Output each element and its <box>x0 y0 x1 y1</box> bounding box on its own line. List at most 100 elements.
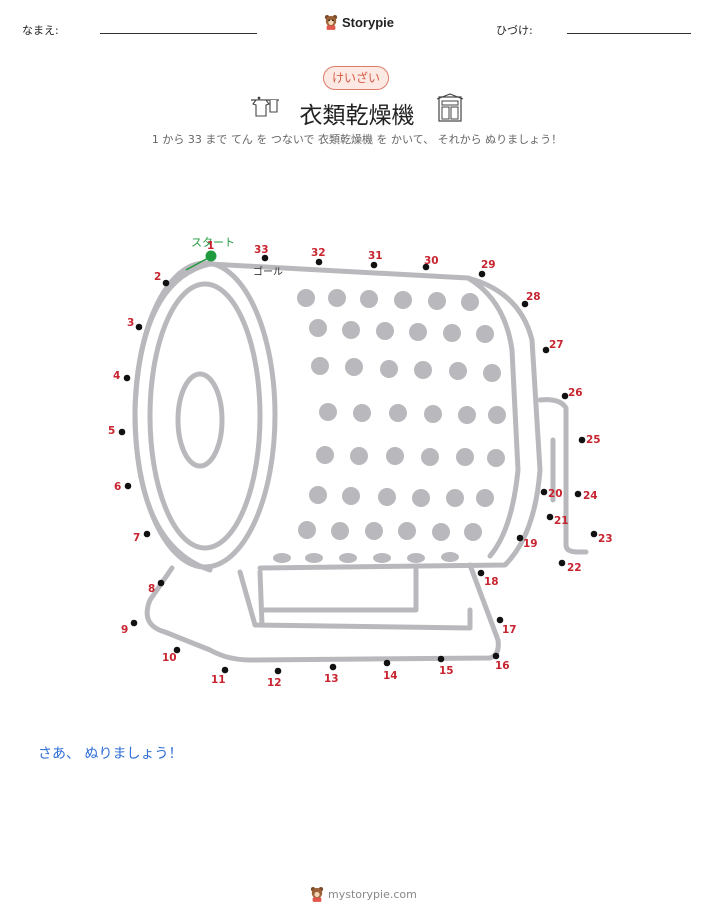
category-badge: けいざい <box>323 66 389 90</box>
drum-hole <box>414 361 432 379</box>
drum-hole <box>483 364 501 382</box>
drum-hole <box>309 319 327 337</box>
name-label: なまえ: <box>22 24 59 37</box>
dot-number-11: 11 <box>211 674 226 686</box>
dot-18 <box>477 569 485 577</box>
dot-27 <box>542 346 550 354</box>
drum-hole <box>345 358 363 376</box>
start-label: スタート <box>191 236 235 249</box>
drum-holes <box>273 289 506 563</box>
dot-number-15: 15 <box>439 665 454 677</box>
dot-number-3: 3 <box>127 317 134 329</box>
drum-hole <box>398 522 416 540</box>
dot-6 <box>124 482 132 490</box>
drum-hole <box>476 489 494 507</box>
goal-label: ゴール <box>253 265 283 278</box>
instructions: 1 から 33 まで てん を つないで 衣類乾燥機 を かいて、 それから ぬ… <box>151 133 563 146</box>
page-title: 衣類乾燥機 <box>299 103 415 129</box>
drum-hole <box>464 523 482 541</box>
dot-12 <box>274 667 282 675</box>
dot-30 <box>422 263 430 271</box>
start-line <box>185 256 211 271</box>
dot-3 <box>135 323 143 331</box>
dryer-outline <box>132 260 589 663</box>
drum-hole <box>297 289 315 307</box>
dot-29 <box>478 270 486 278</box>
coloring-prompt: さあ、 ぬりましょう！ <box>38 746 183 762</box>
dot-number-22: 22 <box>567 562 582 574</box>
date-line <box>567 33 691 34</box>
drum-hole <box>449 362 467 380</box>
dot-number-32: 32 <box>311 247 326 259</box>
drum-hole <box>428 292 446 310</box>
dot-number-4: 4 <box>113 370 120 382</box>
dot-23 <box>590 530 598 538</box>
dot-9 <box>130 619 138 627</box>
dot-number-12: 12 <box>267 677 282 689</box>
laundry-icon <box>251 96 279 117</box>
dot-number-19: 19 <box>523 538 538 550</box>
dot-33 <box>261 254 269 262</box>
dot-number-24: 24 <box>583 490 598 502</box>
dot-10 <box>173 646 181 654</box>
drum-hole <box>311 357 329 375</box>
dot-17 <box>496 616 504 624</box>
dot-number-8: 8 <box>148 583 155 595</box>
name-line <box>100 33 257 34</box>
dot-number-25: 25 <box>586 434 601 446</box>
dot-number-7: 7 <box>133 532 140 544</box>
brand-logo: Storypie <box>324 12 394 32</box>
drum-hole <box>376 322 394 340</box>
dot-26 <box>561 392 569 400</box>
dot-number-17: 17 <box>502 624 517 636</box>
footer-url: mystorypie.com <box>328 887 417 901</box>
drum-hole <box>350 447 368 465</box>
footer: mystorypie.com <box>310 886 417 902</box>
drum-hole <box>378 488 396 506</box>
drum-hole <box>373 553 391 563</box>
dot-number-5: 5 <box>108 425 115 437</box>
dot-number-23: 23 <box>598 533 613 545</box>
start-dot <box>205 250 217 262</box>
drum-hole <box>424 405 442 423</box>
dot-16 <box>492 652 500 660</box>
drum-hole <box>461 293 479 311</box>
drum-hole <box>441 552 459 562</box>
dot-number-6: 6 <box>114 481 121 493</box>
dot-number-29: 29 <box>481 259 496 271</box>
drum-hole <box>339 553 357 563</box>
dot-31 <box>370 261 378 269</box>
dot-5 <box>118 428 126 436</box>
drum-hole <box>386 447 404 465</box>
dot-number-16: 16 <box>495 660 510 672</box>
bear-icon <box>310 887 324 902</box>
dot-number-26: 26 <box>568 387 583 399</box>
dot-number-21: 21 <box>554 515 569 527</box>
dot-20 <box>540 488 548 496</box>
dot-7 <box>143 530 151 538</box>
drum-hole <box>273 553 291 563</box>
dot-number-18: 18 <box>484 576 499 588</box>
drum-hole <box>380 360 398 378</box>
dot-number-28: 28 <box>526 291 541 303</box>
drum-hole <box>409 323 427 341</box>
drum-hole <box>331 522 349 540</box>
dot-24 <box>574 490 582 498</box>
dot-number-10: 10 <box>162 652 177 664</box>
dot-number-9: 9 <box>121 624 128 636</box>
drum-hole <box>309 486 327 504</box>
dot-number-14: 14 <box>383 670 398 682</box>
drum-hole <box>298 521 316 539</box>
drum-hole <box>389 404 407 422</box>
dot-13 <box>329 663 337 671</box>
dot-number-33: 33 <box>254 244 269 256</box>
drum-hole <box>487 449 505 467</box>
dot-number-20: 20 <box>548 488 563 500</box>
dot-32 <box>315 258 323 266</box>
dot-25 <box>578 436 586 444</box>
drum-hole <box>394 291 412 309</box>
drum-hole <box>342 487 360 505</box>
dot-number-1: 1 <box>207 240 214 252</box>
drum-hole <box>443 324 461 342</box>
